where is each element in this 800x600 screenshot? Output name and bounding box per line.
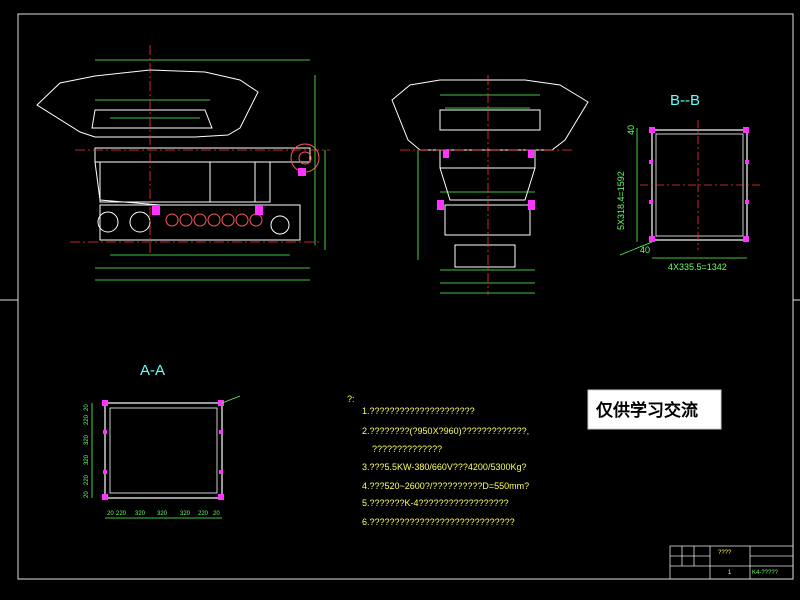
bb-corner-markers <box>649 127 749 242</box>
front-dimension-lines <box>95 59 326 281</box>
front-body-frame <box>94 147 311 241</box>
front-hopper-inner <box>91 109 213 129</box>
aa-dimension-lines <box>91 395 241 519</box>
side-markers <box>437 150 535 210</box>
section-bb <box>619 120 760 259</box>
front-hopper-outline <box>36 69 259 138</box>
note-item: 3.???5.5KW-380/660V???4200/5300Kg? <box>362 462 526 472</box>
note-item: 4.???520~2600?/??????????D=550mm? <box>362 481 529 491</box>
side-dimension-lines <box>417 94 540 294</box>
note-item: ?????????????? <box>372 444 442 454</box>
side-hopper-outline <box>391 79 589 151</box>
aa-inner-frame <box>109 407 218 494</box>
side-body-frame <box>439 109 541 268</box>
aa-bottom-dimensions: 20 220 320 320 320 220 20 <box>107 511 220 517</box>
side-view <box>391 75 589 295</box>
aa-bottom-dim: 320 <box>157 511 168 517</box>
title-block-code: K4-????? <box>752 570 779 576</box>
aa-outer-frame <box>104 402 223 499</box>
front-rollers <box>165 213 263 227</box>
aa-bottom-dim: 320 <box>180 511 191 517</box>
title-block-sheet: 1 <box>728 570 732 576</box>
bb-dimension-lines <box>619 128 747 259</box>
aa-bottom-dim: 220 <box>116 511 127 517</box>
front-view <box>36 45 330 281</box>
watermark-box: 仅供学习交流 <box>587 389 722 430</box>
title-block <box>669 545 794 580</box>
section-aa <box>91 395 241 519</box>
notes-header: ?: <box>347 394 355 404</box>
note-item: 6.????????????????????????????? <box>362 517 515 527</box>
drawing-border <box>0 13 800 580</box>
aa-left-dim: 220 <box>84 474 90 485</box>
aa-left-dim: 320 <box>84 454 90 465</box>
front-markers <box>152 168 306 215</box>
bb-top-offset: 40 <box>626 125 636 135</box>
aa-left-dim: 320 <box>84 434 90 445</box>
aa-left-dim: 20 <box>84 404 90 411</box>
aa-corner-markers <box>102 400 224 500</box>
aa-bottom-dim: 20 <box>213 511 220 517</box>
aa-left-dim: 20 <box>84 491 90 498</box>
title-block-name: ???? <box>718 550 732 556</box>
bb-side-dimension: 5X318.4=1592 <box>616 171 626 230</box>
note-item: 2.????????(?950X?960)?????????????, <box>362 426 529 436</box>
note-item: 5.???????K-4?????????????????? <box>362 498 509 508</box>
view-label-bb: B--B <box>670 92 700 109</box>
aa-bottom-dim: 220 <box>198 511 209 517</box>
aa-bottom-dim: 320 <box>135 511 146 517</box>
aa-left-dimensions: 20 220 320 320 220 20 <box>84 404 90 498</box>
front-center-lines <box>70 45 330 255</box>
side-center-lines <box>400 75 575 295</box>
view-label-aa: A-A <box>140 362 165 379</box>
note-item: 1.????????????????????? <box>362 406 475 416</box>
bb-bottom-offset: 40 <box>640 245 650 255</box>
bb-center-lines <box>640 120 760 250</box>
technical-notes: ?: 1.????????????????????? 2.????????(?9… <box>347 394 529 527</box>
aa-bottom-dim: 20 <box>107 511 114 517</box>
aa-left-dim: 220 <box>84 414 90 425</box>
bb-bottom-dimension: 4X335.5=1342 <box>668 262 727 272</box>
watermark-text: 仅供学习交流 <box>595 400 698 421</box>
